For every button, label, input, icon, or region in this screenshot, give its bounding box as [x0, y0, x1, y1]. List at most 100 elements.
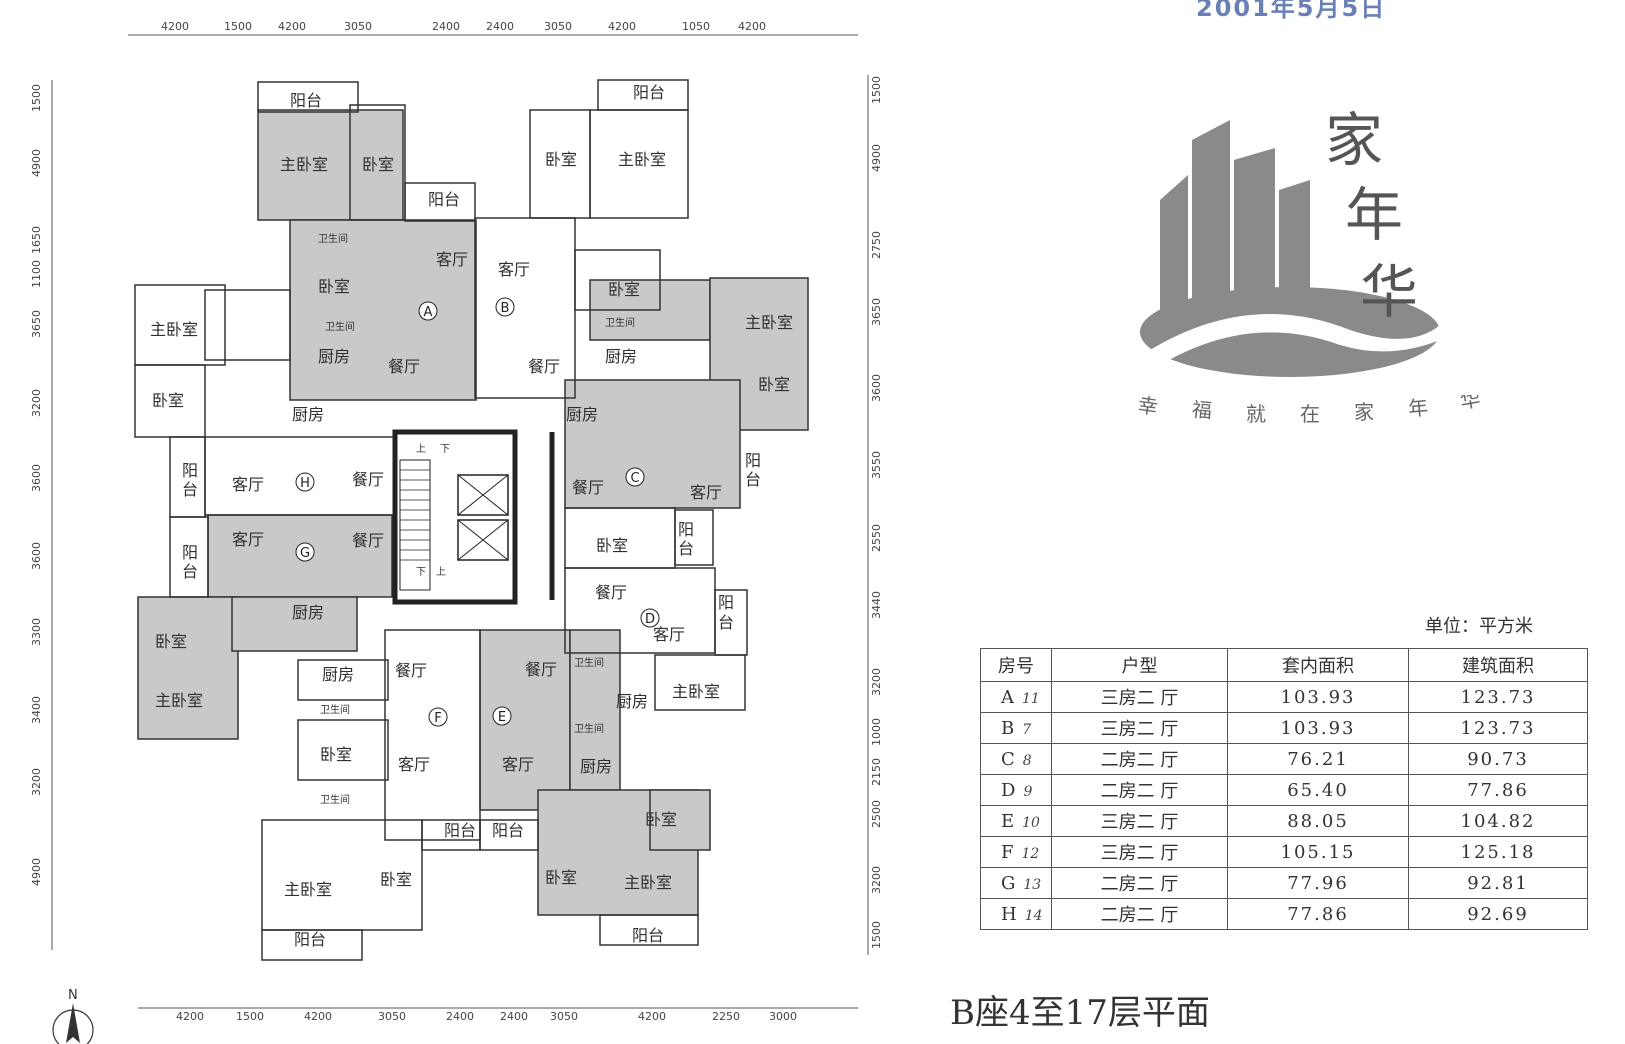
label-living-b: 客厅: [498, 260, 530, 279]
slogan-char-3: 就: [1246, 402, 1266, 426]
logo: 家 年 华: [1140, 106, 1440, 377]
label-balcony-d1: 阳: [678, 520, 694, 539]
unit-id: C: [1001, 748, 1015, 770]
cell-layout: 三房二 厅: [1051, 712, 1228, 744]
cell-inner-area: 103.93: [1227, 681, 1409, 713]
cell-inner-area: 77.86: [1227, 898, 1409, 930]
label-stairs-up-2: 上: [436, 566, 446, 578]
dim-left: 3400: [30, 696, 43, 724]
dim-right: 3650: [870, 298, 883, 326]
dim-bottom: 2400: [500, 1010, 528, 1023]
handwritten-note: 11: [1022, 690, 1040, 707]
label-living-g: 客厅: [232, 530, 264, 549]
label-bedroom-g: 卧室: [155, 632, 187, 651]
dim-top: 4200: [161, 20, 189, 33]
dim-left: 3200: [30, 768, 43, 796]
logo-wave: [1150, 314, 1440, 365]
dim-right: 1000: [870, 718, 883, 746]
dim-right: 2150: [870, 758, 883, 786]
slogan-char-2: 福: [1191, 397, 1213, 423]
dim-right: 3550: [870, 451, 883, 479]
unit-letter: F: [434, 711, 441, 726]
dim-left: 3600: [30, 542, 43, 570]
unit-letter: G: [300, 546, 310, 561]
dim-bottom: 4200: [304, 1010, 332, 1023]
dim-left: 3650: [30, 310, 43, 338]
label-kitchen-c: 厨房: [566, 405, 598, 424]
dim-right: 2750: [870, 231, 883, 259]
dim-top: 4200: [608, 20, 636, 33]
dim-left: 3300: [30, 618, 43, 646]
slogan-char-4: 在: [1300, 402, 1320, 426]
cell-layout: 二房二 厅: [1051, 774, 1228, 806]
dim-bottom: 1500: [236, 1010, 264, 1023]
label-dining-d: 餐厅: [595, 583, 627, 602]
cell-inner-area: 77.96: [1227, 867, 1409, 899]
dim-right: 1500: [870, 921, 883, 949]
label-living-e: 客厅: [502, 755, 534, 774]
label-bedroom-a2: 卧室: [318, 277, 350, 296]
unit-letter: A: [424, 305, 433, 320]
label-bedroom-c: 卧室: [758, 375, 790, 394]
label-bedroom-h: 卧室: [152, 391, 184, 410]
label-dining-a: 餐厅: [388, 357, 420, 376]
label-master-bedroom-f: 主卧室: [284, 880, 332, 899]
unit-letter: B: [501, 301, 510, 316]
north-label: N: [68, 988, 78, 1003]
dim-top: 1500: [224, 20, 252, 33]
cell-layout: 二房二 厅: [1051, 867, 1228, 899]
col-gross-area: 建筑面积: [1408, 648, 1588, 682]
slogan-char-1: 幸: [1136, 395, 1159, 419]
col-layout: 户型: [1051, 648, 1228, 682]
dim-top: 2400: [432, 20, 460, 33]
label-balcony-c2: 台: [745, 470, 761, 489]
label-dining-b: 餐厅: [528, 357, 560, 376]
label-dining-g: 餐厅: [352, 531, 384, 550]
unit-id: G: [1001, 872, 1016, 894]
label-kitchen-f: 厨房: [322, 665, 354, 684]
label-master-bedroom-b: 主卧室: [618, 150, 666, 169]
unit-letter: C: [630, 471, 639, 486]
label-balcony-d4: 台: [718, 613, 734, 632]
label-kitchen-h: 厨房: [292, 405, 324, 424]
dim-bottom: 2400: [446, 1010, 474, 1023]
cell-gross-area: 123.73: [1408, 712, 1588, 744]
label-bathroom-a2: 卫生间: [325, 320, 355, 333]
unit-letter-marker: F: [428, 707, 448, 727]
label-bedroom-b2: 卧室: [608, 280, 640, 299]
label-balcony-h1: 阳: [182, 461, 198, 480]
shaded-units: [137, 109, 809, 916]
label-balcony-d2: 台: [678, 539, 694, 558]
handwritten-note: 13: [1023, 876, 1042, 893]
drawing-caption: B座4至17层平面: [950, 993, 1210, 1033]
room-labels: 阳台 主卧室 卧室 阳台 卫生间 客厅 卧室 卫生间 厨房 餐厅 阳台 卧室 主…: [150, 83, 793, 949]
logo-towers: [1160, 120, 1310, 335]
dim-bottom: 4200: [638, 1010, 666, 1023]
cell-inner-area: 65.40: [1227, 774, 1409, 806]
label-master-bedroom-h: 主卧室: [150, 320, 198, 339]
unit-id: D: [1001, 779, 1016, 801]
dim-right: 2500: [870, 800, 883, 828]
label-living-h: 客厅: [232, 475, 264, 494]
cell-layout: 二房二 厅: [1051, 898, 1228, 930]
unit-letter-marker: A: [418, 301, 438, 321]
label-bathroom-e2: 卫生间: [574, 722, 604, 735]
label-balcony-g2: 台: [182, 562, 198, 581]
unit-letter: H: [300, 476, 310, 491]
unit-letter-marker: E: [492, 706, 512, 726]
label-dining-h: 餐厅: [352, 470, 384, 489]
label-dining-e: 餐厅: [525, 660, 557, 679]
unit-letter: E: [498, 710, 506, 725]
label-balcony-h2: 台: [182, 480, 198, 499]
unshaded-units: [134, 79, 748, 961]
label-bathroom-e1: 卫生间: [574, 656, 604, 669]
